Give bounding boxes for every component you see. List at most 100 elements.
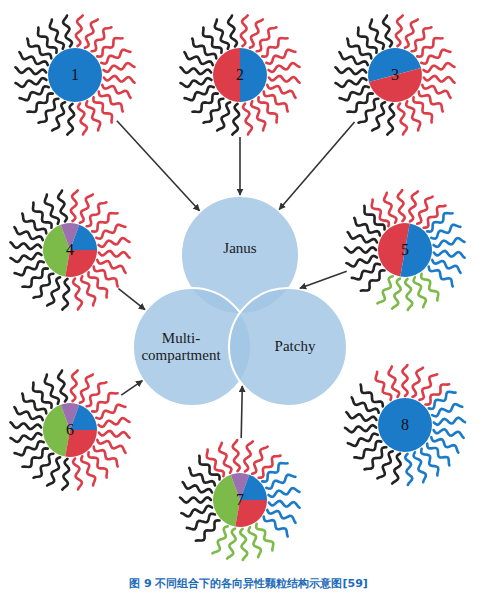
polymer-chain — [96, 405, 125, 419]
category-label: Patchy — [275, 338, 316, 355]
polymer-chain — [71, 370, 78, 401]
polymer-chain — [104, 76, 135, 83]
polymer-chain — [15, 67, 46, 74]
polymer-chain — [45, 375, 59, 404]
polymer-chain — [335, 67, 366, 74]
polymer-chain — [93, 97, 112, 122]
polymer-chain — [269, 63, 300, 72]
polymer-chain — [431, 437, 458, 452]
polymer-chain — [392, 454, 400, 484]
polymer-chain — [347, 93, 372, 112]
circle-outline — [229, 288, 347, 406]
polymer-chain — [99, 238, 130, 247]
polymer-chain — [88, 452, 107, 477]
polymer-chain — [431, 225, 460, 239]
particle: 4 — [8, 188, 132, 312]
polymer-chain — [258, 97, 277, 122]
particle: 8 — [343, 363, 467, 487]
polymer-chain — [249, 527, 261, 557]
polymer-chain — [434, 429, 464, 437]
polymer-chain — [219, 443, 231, 473]
particle: 5 — [343, 188, 467, 312]
polymer-chain — [335, 78, 366, 87]
polymer-chain — [10, 242, 41, 249]
polymer-chain — [434, 418, 465, 425]
polymer-chain — [45, 195, 59, 224]
polymer-chain — [212, 526, 227, 553]
polymer-chain — [244, 441, 252, 471]
polymer-chain — [181, 506, 212, 517]
polymer-chain — [81, 276, 95, 305]
polymer-chain — [189, 468, 215, 486]
polymer-chain — [346, 412, 376, 420]
arrow-connector — [279, 122, 354, 210]
polymer-chain — [101, 50, 130, 64]
polymer-chain — [15, 78, 46, 87]
polymer-chain — [73, 279, 82, 310]
polymer-chain — [352, 397, 379, 412]
polymer-chain — [81, 456, 95, 485]
polymer-chain — [432, 404, 462, 416]
particle-number: 4 — [66, 241, 74, 259]
polymer-chain — [99, 431, 130, 438]
polymer-chain — [67, 104, 74, 135]
polymer-chain — [384, 193, 396, 223]
polymer-chain — [417, 197, 432, 224]
polymer-chain — [262, 463, 287, 482]
polymer-chain — [266, 50, 295, 64]
polymer-chain — [241, 15, 248, 46]
polymer-chain — [215, 20, 229, 49]
polymer-chain — [88, 272, 107, 297]
polymer-chain — [421, 50, 450, 64]
particle-compartment — [400, 223, 432, 277]
polymer-chain — [361, 270, 385, 290]
particle-core — [48, 48, 102, 102]
polymer-chain — [73, 459, 82, 490]
polymer-chain — [414, 277, 426, 307]
polymer-chain — [104, 63, 135, 72]
polymer-chain — [58, 190, 67, 221]
polymer-chain — [71, 190, 78, 221]
polymer-chain — [389, 366, 400, 397]
polymer-chain — [251, 101, 265, 130]
polymer-chain — [180, 497, 211, 502]
particle-number: 5 — [401, 241, 409, 259]
polymer-chain — [20, 86, 49, 100]
polymer-chain — [348, 434, 378, 446]
polymer-chain — [233, 440, 240, 471]
polymer-chain — [398, 190, 405, 221]
polymer-chain — [392, 279, 400, 309]
polymer-chain — [427, 213, 452, 232]
polymer-chain — [63, 15, 72, 46]
arrow-connector — [239, 137, 241, 195]
polymer-chain — [406, 101, 420, 130]
category-label: Multi- compartment — [135, 330, 227, 365]
polymer-chain — [62, 459, 69, 490]
polymer-chain — [377, 276, 392, 303]
polymer-chain — [180, 78, 211, 87]
particle-compartment — [70, 405, 97, 430]
particle: 3 — [333, 13, 457, 137]
particle-compartment — [70, 225, 97, 250]
polymer-chain — [33, 202, 52, 227]
particle-number: 6 — [66, 421, 74, 439]
polymer-chain — [203, 27, 222, 52]
particle: 2 — [178, 13, 302, 137]
polymer-chain — [10, 433, 41, 442]
polymer-chain — [424, 76, 455, 83]
polymer-chain — [402, 365, 407, 396]
particle-compartment — [240, 475, 267, 500]
polymer-chain — [10, 422, 41, 429]
particle-number: 3 — [391, 66, 399, 84]
polymer-chain — [414, 452, 426, 482]
polymer-chain — [196, 520, 220, 540]
polymer-chain — [227, 529, 235, 559]
polymer-chain — [405, 454, 412, 485]
polymer-chain — [86, 101, 100, 130]
polymer-chain — [22, 448, 47, 467]
particle-number: 8 — [401, 416, 409, 434]
polymer-chain — [10, 253, 41, 262]
polymer-chain — [434, 251, 465, 258]
polymer-chain — [417, 38, 442, 57]
